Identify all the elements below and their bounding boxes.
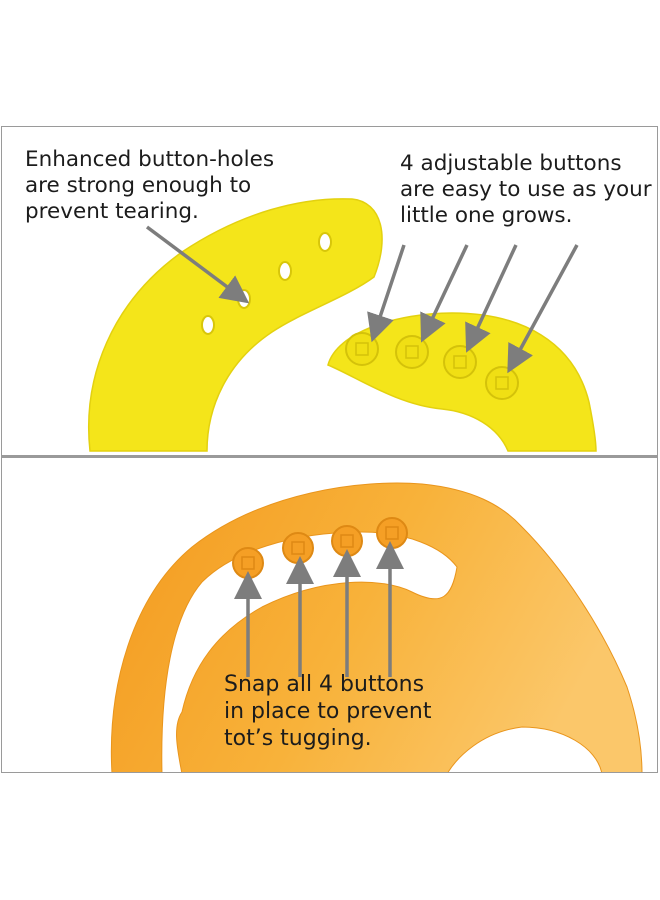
adjustable-button (345, 332, 379, 366)
arrow-to-button (507, 244, 579, 374)
yellow-strap-with-holes (88, 198, 383, 452)
caption-snap-buttons: Snap all 4 buttons in place to prevent t… (224, 672, 432, 751)
arrow-to-button-hole (145, 225, 250, 304)
snapped-button (331, 525, 363, 557)
adjustable-button (485, 366, 519, 400)
image-frame: Enhanced button-holes are strong enough … (1, 126, 658, 773)
button-hole (278, 261, 292, 281)
snapped-button (232, 547, 264, 579)
snapped-button (376, 517, 408, 549)
adjustable-button (443, 345, 477, 379)
arrow-to-button (367, 244, 406, 343)
bib-illustration (88, 198, 643, 772)
arrow-to-button (465, 244, 518, 353)
caption-button-holes: Enhanced button-holes are strong enough … (25, 147, 275, 224)
button-hole (318, 232, 332, 252)
caption-adjustable-buttons: 4 adjustable buttons are easy to use as … (400, 151, 652, 228)
button-hole (201, 315, 215, 335)
arrow-to-button (420, 244, 469, 343)
orange-bib (110, 482, 643, 772)
panel-divider (2, 455, 657, 458)
button-hole (237, 289, 251, 309)
snapped-button (282, 532, 314, 564)
adjustable-button (395, 335, 429, 369)
